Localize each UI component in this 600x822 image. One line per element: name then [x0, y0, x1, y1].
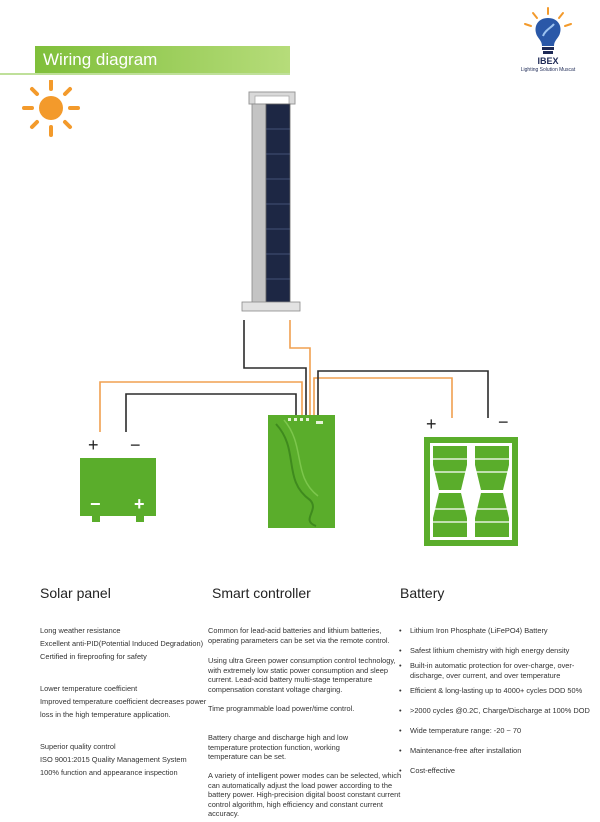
battery-bullet-text: discharge, over current, and over temper…	[410, 670, 561, 680]
wiring-diagram: + − − + + −	[22, 80, 518, 546]
solar-line-8: ISO 9001:2015 Quality Management System	[40, 755, 187, 764]
page-title: Wiring diagram	[43, 50, 158, 69]
controller-line: battery power. High-precision digital bo…	[208, 790, 401, 799]
controller-line: temperature can be set.	[208, 752, 287, 761]
battery-bullet-text: Maintenance-free after installation	[410, 746, 522, 755]
battery-face-plus: +	[134, 494, 145, 514]
title-banner: Wiring diagram	[35, 46, 290, 73]
battery-bullet-text: Wide temperature range: -20 ~ 70	[410, 726, 522, 735]
battery-face-minus: −	[90, 494, 101, 514]
logo-name: IBEX	[537, 56, 559, 66]
controller-line: current. Lead-acid battery multi-stage t…	[208, 675, 373, 684]
battery-bullet-text: Safest lithium chemistry with high energ…	[410, 646, 570, 655]
battery-minus-label: −	[130, 435, 141, 455]
controller-line: A variety of intelligent power modes can…	[208, 771, 402, 780]
wires	[99, 320, 489, 432]
banner-rule	[0, 73, 290, 75]
battery-bullet: Efficient & long-lasting up to 4000+ cyc…	[398, 686, 582, 696]
solar-line-5: Improved temperature coefficient decreas…	[40, 697, 207, 706]
solar-line-2: Excellent anti-PID(Potential Induced Deg…	[40, 639, 204, 648]
controller-line: compensation constant voltage charging.	[208, 684, 343, 694]
controller-line: Time programmable load power/time contro…	[208, 704, 355, 713]
logo-tagline: Lighting Solution Muscat	[520, 67, 576, 73]
solar-panel-title: Solar panel	[40, 585, 111, 601]
battery-bullet: Wide temperature range: -20 ~ 70	[398, 726, 521, 736]
solar-line-3: Certified in fireproofing for safety	[40, 652, 147, 661]
smart-controller-title: Smart controller	[212, 585, 311, 601]
controller-paragraph: Battery charge and discharge high and lo…	[208, 733, 348, 762]
battery-bullet-text: Efficient & long-lasting up to 4000+ cyc…	[410, 686, 583, 695]
controller-line: with extremely low static power consumpt…	[208, 665, 388, 675]
controller-paragraph: Common for lead-acid batteries and lithi…	[208, 626, 390, 645]
controller-line: operating parameters can be set via the …	[208, 635, 390, 645]
controller-line: control algorithm, high efficiency and c…	[208, 799, 383, 809]
battery-bullet: >2000 cycles @0.2C, Charge/Discharge at …	[398, 706, 590, 716]
lightbulb-icon	[524, 7, 572, 54]
solar-panel-symbol: + −	[424, 412, 518, 546]
panel-plus-label: +	[426, 414, 437, 434]
battery-bullet-text: Lithium Iron Phosphate (LiFePO4) Battery	[410, 626, 548, 635]
controller-line: Using ultra Green power consumption cont…	[208, 656, 396, 665]
solar-line-6: loss in the high temperature application…	[40, 710, 171, 719]
controller-line: Battery charge and discharge high and lo…	[208, 733, 349, 742]
controller-line: accuracy.	[208, 809, 240, 818]
panel-minus-label: −	[498, 412, 509, 432]
controller-line: can automatically adjust the load power …	[208, 780, 393, 790]
battery-bullet-text: Built-in automatic protection for over-c…	[410, 661, 575, 670]
controller-paragraph: Time programmable load power/time contro…	[208, 704, 354, 714]
battery-title: Battery	[400, 585, 445, 601]
battery-symbol: + − − +	[80, 435, 156, 522]
controller-line: temperature protection function, working	[208, 742, 340, 752]
battery-bullet: Cost-effective	[398, 766, 455, 776]
battery-bullet-text: Cost-effective	[410, 766, 456, 775]
solar-line-7: Superior quality control	[40, 742, 116, 751]
battery-bullet: Lithium Iron Phosphate (LiFePO4) Battery	[398, 626, 548, 636]
solar-line-4: Lower temperature coefficient	[40, 684, 138, 693]
smart-controller-device	[268, 415, 335, 528]
solar-light-pole	[241, 91, 301, 312]
ibex-logo: IBEX Lighting Solution Muscat	[517, 6, 579, 82]
battery-bullet: Safest lithium chemistry with high energ…	[398, 646, 569, 656]
controller-paragraph: Using ultra Green power consumption cont…	[208, 656, 396, 694]
battery-bullet: Built-in automatic protection for over-c…	[398, 661, 574, 680]
solar-line-9: 100% function and appearance inspection	[40, 768, 178, 777]
controller-line: Common for lead-acid batteries and lithi…	[208, 626, 382, 635]
sun-icon	[22, 80, 80, 137]
battery-plus-label: +	[88, 435, 99, 455]
battery-bullet: Maintenance-free after installation	[398, 746, 521, 756]
battery-bullet-text: >2000 cycles @0.2C, Charge/Discharge at …	[410, 706, 590, 715]
controller-paragraph: A variety of intelligent power modes can…	[208, 771, 401, 819]
solar-line-1: Long weather resistance	[40, 626, 121, 635]
